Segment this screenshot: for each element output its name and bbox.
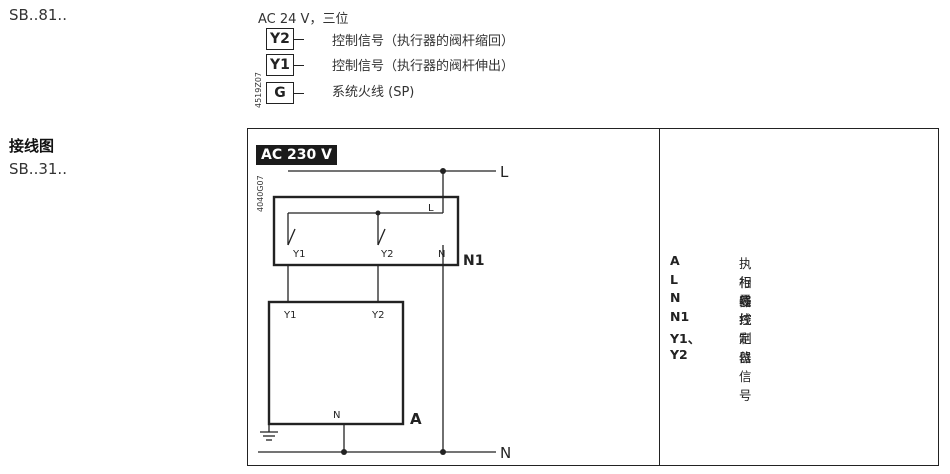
label-a-n: N xyxy=(333,410,340,421)
legend-key: N1 xyxy=(670,309,690,324)
label-n1-l: L xyxy=(428,203,434,214)
model-sb81: SB..81.. xyxy=(9,6,67,24)
signal-title: AC 24 V，三位 xyxy=(258,12,349,27)
legend-value: 定位信号 xyxy=(739,331,752,403)
label-n1-y2: Y2 xyxy=(380,249,393,260)
legend-key: Y1、Y2 xyxy=(670,331,701,362)
terminal-y2: Y2 xyxy=(266,28,294,50)
legend-key: N xyxy=(670,290,681,305)
label-line-l: L xyxy=(500,163,509,181)
label-a-y2: Y2 xyxy=(371,310,384,321)
legend-value: 控制器 xyxy=(739,312,752,365)
terminal-dash xyxy=(294,39,304,40)
controller-box xyxy=(272,195,460,267)
voltage-badge: AC 230 V xyxy=(256,145,337,165)
terminal-y1: Y1 xyxy=(266,54,294,76)
legend-key: L xyxy=(670,272,678,287)
label-n1-n: N xyxy=(438,249,445,260)
legend-value: 相线 xyxy=(739,275,752,309)
switch-y1 xyxy=(287,228,296,246)
terminal-y2-desc: 控制信号（执行器的阀杆缩回） xyxy=(332,34,515,49)
terminal-dash xyxy=(294,65,304,66)
terminal-dash xyxy=(294,93,304,94)
actuator-box xyxy=(267,300,405,426)
legend-value: 执行器 xyxy=(739,256,752,309)
terminal-g: G xyxy=(266,82,294,104)
model-sb31: SB..31.. xyxy=(9,160,67,178)
terminal-g-desc: 系统火线 (SP) xyxy=(332,85,415,100)
junction-dot xyxy=(440,168,446,174)
frame-divider xyxy=(659,128,660,466)
section-title: 接线图 xyxy=(9,137,55,155)
legend-value: 零线 xyxy=(739,293,752,327)
switch-y2 xyxy=(377,228,386,246)
label-actuator: A xyxy=(410,410,422,428)
junction-dot xyxy=(375,210,381,216)
label-a-y1: Y1 xyxy=(283,310,296,321)
legend-key: A xyxy=(670,253,680,268)
wiring-frame xyxy=(247,128,939,466)
junction-dot xyxy=(341,449,347,455)
label-controller: N1 xyxy=(463,253,484,269)
label-n1-y1: Y1 xyxy=(292,249,305,260)
label-line-n: N xyxy=(500,444,511,462)
terminal-y1-desc: 控制信号（执行器的阀杆伸出） xyxy=(332,59,515,74)
junction-dot xyxy=(440,449,446,455)
